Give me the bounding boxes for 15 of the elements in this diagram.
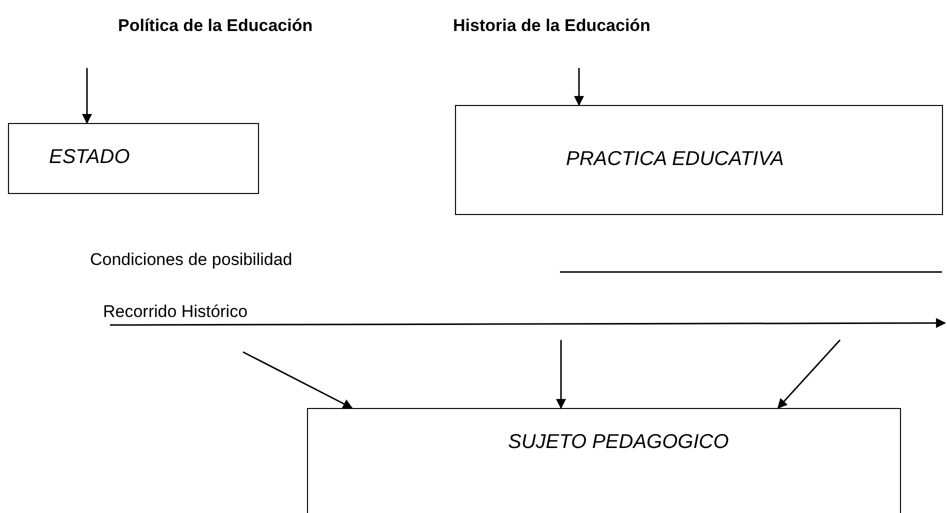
process-box bbox=[8, 123, 259, 194]
heading-text: Historia de la Educación bbox=[453, 16, 663, 42]
arrow bbox=[777, 340, 841, 409]
box-label: SUJETO PEDAGOGICO bbox=[508, 431, 729, 454]
box-label: ESTADO bbox=[49, 146, 130, 169]
process-box bbox=[307, 408, 901, 513]
arrow bbox=[556, 340, 566, 409]
arrow bbox=[82, 68, 92, 124]
annotation-text: Condiciones de posibilidad bbox=[90, 250, 292, 270]
arrow bbox=[574, 68, 584, 106]
process-box bbox=[455, 105, 943, 215]
arrow bbox=[242, 351, 353, 409]
heading-text: Política de la Educación bbox=[118, 16, 333, 42]
box-label: PRACTICA EDUCATIVA bbox=[566, 148, 784, 171]
annotation-text: Recorrido Histórico bbox=[103, 302, 248, 322]
